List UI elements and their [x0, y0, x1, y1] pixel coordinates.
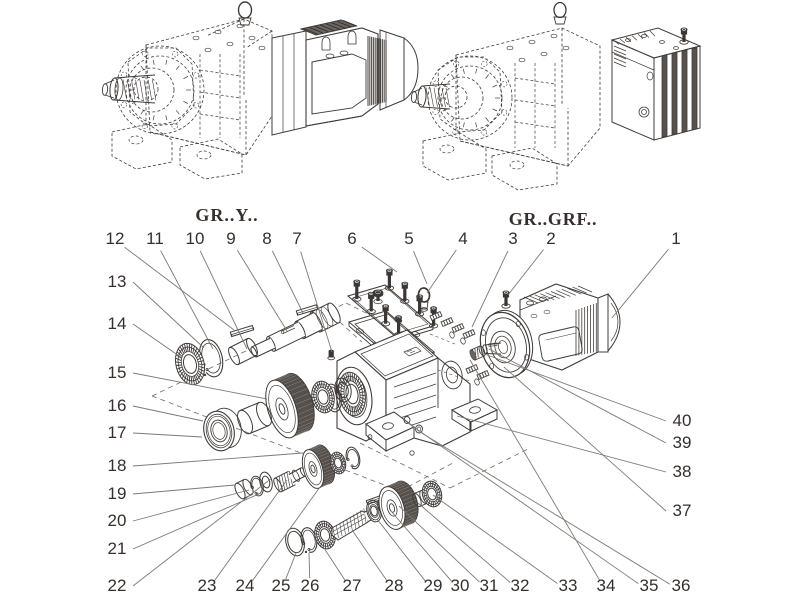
svg-text:13: 13 — [108, 272, 127, 291]
svg-text:10: 10 — [186, 229, 205, 248]
svg-text:37: 37 — [673, 501, 692, 520]
svg-text:12: 12 — [106, 229, 125, 248]
svg-text:40: 40 — [673, 411, 692, 430]
svg-text:39: 39 — [673, 433, 692, 452]
svg-text:16: 16 — [108, 396, 127, 415]
svg-text:8: 8 — [262, 229, 271, 248]
svg-text:21: 21 — [108, 539, 127, 558]
svg-text:4: 4 — [458, 229, 467, 248]
svg-text:34: 34 — [597, 576, 616, 595]
svg-text:GR..Y..: GR..Y.. — [195, 205, 258, 225]
svg-text:36: 36 — [672, 576, 691, 595]
svg-text:38: 38 — [673, 462, 692, 481]
svg-text:15: 15 — [108, 363, 127, 382]
svg-text:GR..GRF..: GR..GRF.. — [509, 209, 598, 229]
svg-text:23: 23 — [198, 576, 217, 595]
svg-text:27: 27 — [343, 576, 362, 595]
svg-text:24: 24 — [236, 576, 255, 595]
svg-text:18: 18 — [108, 456, 127, 475]
svg-text:35: 35 — [640, 576, 659, 595]
svg-text:32: 32 — [511, 576, 530, 595]
svg-text:20: 20 — [108, 511, 127, 530]
svg-text:28: 28 — [385, 576, 404, 595]
svg-text:17: 17 — [108, 423, 127, 442]
svg-text:26: 26 — [301, 576, 320, 595]
svg-text:3: 3 — [508, 229, 517, 248]
svg-text:29: 29 — [424, 576, 443, 595]
svg-text:14: 14 — [108, 314, 127, 333]
svg-text:25: 25 — [272, 576, 291, 595]
svg-text:19: 19 — [108, 484, 127, 503]
svg-text:11: 11 — [146, 229, 164, 248]
svg-text:33: 33 — [559, 576, 578, 595]
svg-text:2: 2 — [546, 229, 555, 248]
svg-text:5: 5 — [404, 229, 413, 248]
svg-text:1: 1 — [671, 229, 680, 248]
svg-text:6: 6 — [347, 229, 356, 248]
svg-text:7: 7 — [292, 229, 301, 248]
svg-text:30: 30 — [451, 576, 470, 595]
svg-text:9: 9 — [226, 229, 235, 248]
svg-text:22: 22 — [108, 576, 127, 595]
svg-text:31: 31 — [480, 576, 499, 595]
